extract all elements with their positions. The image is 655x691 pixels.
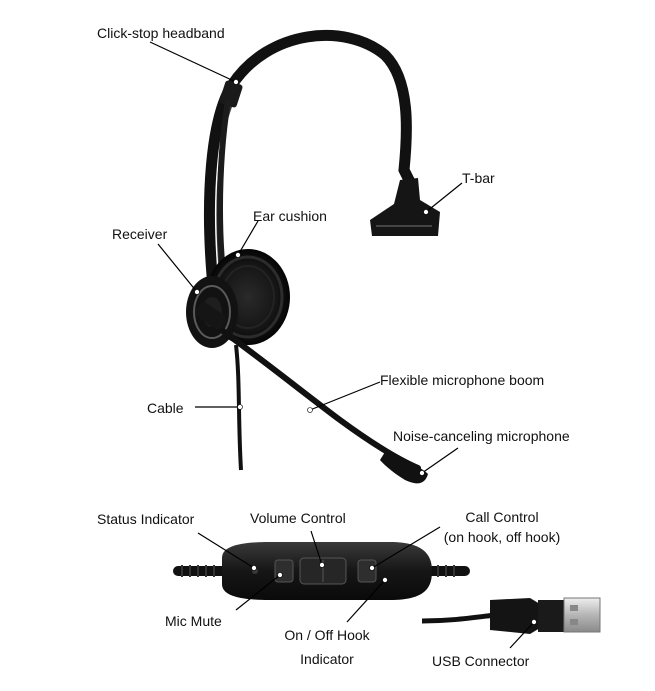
headband (203, 30, 416, 281)
call-control-button[interactable] (357, 559, 377, 583)
label-usb-connector: USB Connector (432, 653, 530, 669)
leader-dots-headset (194, 79, 429, 476)
label-call-control-line1: Call Control (465, 509, 539, 525)
leader-lines-control (197, 526, 535, 649)
label-mic-mute: Mic Mute (165, 613, 222, 629)
microphone-capsule (380, 452, 428, 484)
usb-connector (421, 597, 601, 634)
label-hook-indicator-line1: On / Off Hook (284, 627, 370, 643)
label-flexible-microphone-boom: Flexible microphone boom (380, 372, 545, 388)
label-call-control-line2: (on hook, off hook) (443, 529, 561, 545)
label-t-bar: T-bar (462, 170, 495, 186)
label-hook-indicator-line2: Indicator (300, 651, 354, 667)
label-receiver: Receiver (112, 226, 168, 242)
label-cable: Cable (147, 400, 184, 416)
label-hook-indicator: On / Off Hook Indicator (272, 627, 382, 668)
headset-cable (234, 344, 243, 471)
inline-control-unit (173, 542, 470, 600)
leader-lines-headset (149, 41, 463, 474)
microphone-boom (195, 302, 421, 471)
label-noise-canceling-microphone: Noise-canceling microphone (393, 428, 570, 444)
leader-dots-control (251, 562, 537, 625)
label-volume-control: Volume Control (250, 510, 346, 526)
label-status-indicator: Status Indicator (97, 511, 195, 527)
label-ear-cushion: Ear cushion (253, 208, 327, 224)
t-bar (370, 178, 440, 236)
label-call-control: Call Control (on hook, off hook) (432, 509, 572, 546)
label-click-stop-headband: Click-stop headband (97, 25, 225, 41)
mic-mute-button[interactable] (274, 559, 294, 583)
